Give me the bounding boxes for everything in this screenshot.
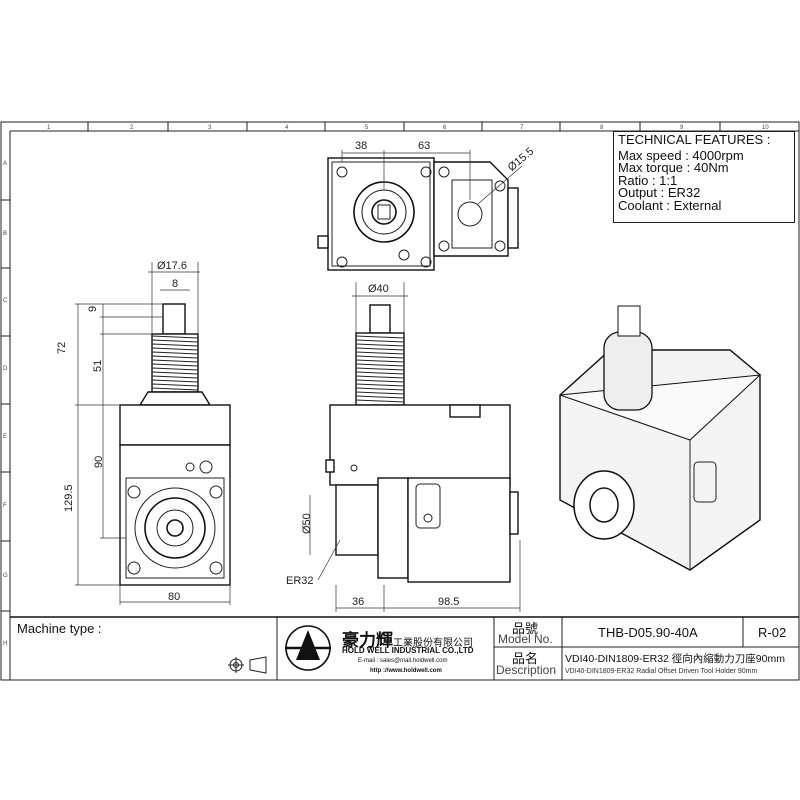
frame-column-label: 10: [762, 125, 769, 131]
frame-row-label: G: [3, 573, 8, 579]
dim-98-5: 98.5: [438, 596, 459, 608]
dim-d40: Ø40: [368, 283, 389, 295]
dim-9: 9: [87, 306, 99, 312]
dim-51: 51: [92, 360, 104, 372]
bolt-icon: [127, 561, 141, 575]
dim-38: 38: [355, 140, 367, 152]
bolt-icon: [336, 256, 348, 268]
frame-row-label: A: [3, 161, 7, 167]
dim-129-5: 129.5: [63, 484, 75, 512]
dim-8: 8: [172, 278, 178, 290]
tech-item: Max speed : 4000rpm: [618, 147, 744, 163]
bolt-icon: [420, 256, 432, 268]
model-label-cn: 品號: [512, 621, 539, 636]
model-number: THB-D05.90-40A: [598, 625, 698, 640]
frame-row-label: D: [3, 366, 8, 372]
company-website: http ://www.holdwell.com: [370, 668, 442, 674]
tech-item: Ratio : 1:1: [618, 172, 678, 188]
frame-column-label: 8: [600, 125, 604, 131]
description-cn: VDI40-DIN1809-ER32 徑向內縮動力刀座90mm: [565, 653, 785, 665]
bolt-icon: [494, 180, 506, 192]
frame-column-label: 1: [47, 125, 51, 131]
frame-row-label: C: [3, 298, 8, 304]
frame-column-label: 9: [680, 125, 684, 131]
tech-item: Output : ER32: [618, 185, 701, 200]
technical-features: TECHNICAL FEATURES : Max speed : 4000rpm…: [613, 131, 795, 223]
bolt-icon: [209, 561, 223, 575]
company-en: HOLD WELL INDUSTRIAL CO.,LTD: [342, 646, 474, 655]
frame-column-label: 7: [520, 125, 524, 131]
dim-d15-5: Ø15.5: [506, 145, 537, 173]
frame-column-label: 5: [365, 125, 369, 131]
company-cn-suffix: 工業股份有限公司: [393, 638, 473, 649]
bolt-icon: [494, 240, 506, 252]
dim-36: 36: [352, 596, 364, 608]
frame-column-label: 4: [285, 125, 289, 131]
description-en: VDI40-DIN1809-ER32 Radial Offset Driven …: [565, 668, 758, 675]
frame-column-label: 3: [208, 125, 212, 131]
tech-title: TECHNICAL FEATURES :: [618, 132, 771, 147]
bolt-icon: [438, 240, 450, 252]
frame-row-label: E: [3, 434, 7, 440]
dim-90: 90: [93, 456, 105, 468]
dim-d17-6: Ø17.6: [157, 260, 187, 272]
projection-symbol-icon: [228, 656, 267, 674]
tech-item: Max torque : 40Nm: [618, 160, 729, 175]
frame-row-label: H: [3, 641, 7, 647]
dim-d50: Ø50: [301, 513, 313, 534]
dim-63: 63: [418, 140, 430, 152]
side-view: 72 9 51 90 129.5 Ø17.6 8 80: [56, 260, 231, 605]
bolt-icon: [127, 485, 141, 499]
frame-column-label: 6: [443, 125, 447, 131]
model-label-en: Model No.: [498, 632, 553, 646]
machine-type-label: Machine type :: [17, 621, 102, 636]
bolt-icon: [209, 485, 223, 499]
top-view: 38 63 Ø15.5: [317, 140, 537, 271]
bolt-icon: [438, 166, 450, 178]
desc-label-en: Description: [496, 663, 557, 677]
frame-column-label: 2: [130, 125, 134, 131]
desc-label-cn: 品名: [512, 651, 539, 666]
holdwell-logo: [285, 625, 331, 671]
bolt-icon: [398, 249, 410, 261]
bolt-icon: [336, 166, 348, 178]
bolt-icon: [420, 166, 432, 178]
dim-er32: ER32: [286, 575, 314, 587]
revision: R-02: [758, 625, 787, 640]
company-cn: 豪力輝工業股份有限公司: [342, 626, 473, 651]
dim-80: 80: [168, 591, 180, 603]
dim-72: 72: [56, 342, 68, 354]
company-cn-name: 豪力輝: [342, 631, 393, 650]
tech-item: Coolant : External: [618, 197, 722, 213]
company-email: E-mail : sales@mail.holdwell.com: [358, 658, 448, 664]
front-view: Ø40 Ø50 ER32 36 98.5: [286, 282, 521, 612]
frame-row-label: B: [3, 231, 7, 237]
title-block: [10, 616, 799, 680]
frame-row-label: F: [3, 503, 7, 509]
isometric-view: [559, 305, 762, 571]
